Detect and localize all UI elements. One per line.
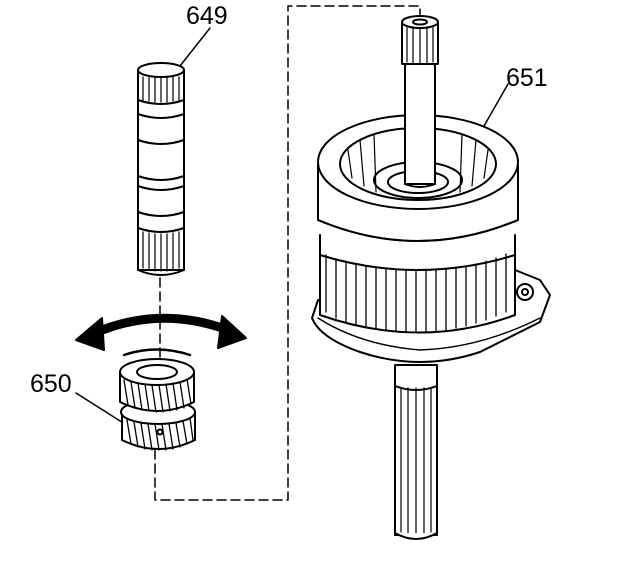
upper-shaft xyxy=(401,15,439,188)
shaft-upper-splines xyxy=(142,76,180,103)
assembly-651 xyxy=(311,15,551,540)
upper-gear-teeth xyxy=(123,378,192,413)
housing-bolt xyxy=(516,283,534,301)
callout-651: 651 xyxy=(506,64,548,92)
clutch-drum-splines xyxy=(325,253,507,332)
leader-650 xyxy=(75,392,129,427)
gear-650 xyxy=(119,348,196,451)
callout-650: 650 xyxy=(30,370,72,398)
shaft-649 xyxy=(137,62,185,276)
drum-inner-splines xyxy=(347,133,489,193)
connector-path xyxy=(154,5,421,501)
leader-lines xyxy=(75,27,509,427)
rotation-arrow xyxy=(75,313,247,351)
output-shaft xyxy=(394,364,438,540)
lower-gear-teeth xyxy=(126,417,194,451)
shaft-lower-splines xyxy=(142,231,180,272)
leader-651 xyxy=(483,83,509,127)
callout-649: 649 xyxy=(186,2,228,30)
leader-649 xyxy=(179,27,211,67)
